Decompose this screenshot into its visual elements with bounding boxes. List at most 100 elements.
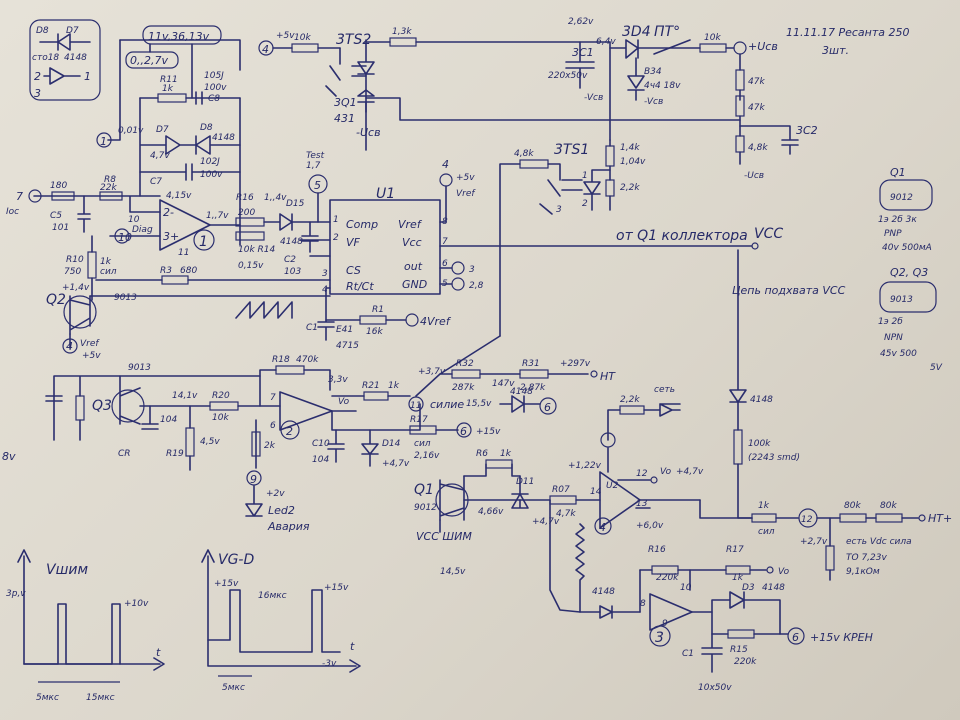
q1-box-spec: 40v 500мА [882, 243, 932, 253]
r17-low: R17 [410, 415, 428, 425]
d7-legend-part: 4148 [64, 53, 87, 63]
pin7-ioc: 7 [16, 190, 23, 203]
vref-out: 4Vref [420, 315, 452, 328]
v27: +2,7v [800, 537, 828, 547]
d8-label: D8 [200, 123, 213, 133]
svg-text:2-: 2- [163, 206, 174, 219]
waveform-shim: Vшим 3p,v +10v t 5мкс 15мкс [6, 549, 165, 703]
shim-b: 15мкс [86, 693, 115, 703]
c2-value: 103 [284, 267, 301, 277]
v47: +4,7v [676, 467, 704, 477]
u1-out-pin: 3 [469, 265, 475, 275]
pin6-c: 6 [792, 631, 799, 644]
q23-box-pins: 1э 2б [878, 317, 903, 327]
r-sil: сил [414, 439, 431, 449]
shim-amp: +10v [124, 599, 149, 609]
r20-value: 10k [212, 413, 229, 423]
v33: 3,3v [328, 375, 348, 385]
r31-value: 2,87k [520, 383, 546, 393]
r07-label: R07 [552, 485, 570, 495]
r16b-value: 220k [656, 573, 679, 583]
vcc-shim: VCC ШИМ [416, 530, 472, 543]
c1-value: E41 [336, 325, 353, 335]
c7-value: 102J [200, 157, 220, 167]
ht-divider: +3,7v R32 287k 147v R31 2,87k +297v HT с… [415, 335, 616, 415]
v141: 14,1v [172, 391, 198, 401]
vdc-note: есть Vdc сила [846, 537, 912, 547]
q2-label: Q2 [46, 292, 66, 308]
test-voltage: 1,7 [306, 161, 321, 171]
v216: 2,16v [414, 451, 440, 461]
r22k-b: 2,2k [620, 183, 640, 193]
d7-legend-label: D7 [66, 26, 79, 36]
q3-label: Q3 [92, 398, 112, 414]
svg-text:10: 10 [118, 231, 132, 244]
shim-title: Vшим [46, 562, 88, 578]
q1-part: 9012 [414, 503, 437, 513]
3d4-label: 3D4 [622, 24, 651, 40]
v64: 6,4v [596, 37, 616, 47]
r47k-a: 47k [748, 77, 765, 87]
u1-p4: 4 [322, 285, 328, 295]
r32-value: 287k [452, 383, 475, 393]
low-range-voltage: 0,,2,7v [130, 54, 168, 67]
3c2-label: 3C2 [796, 124, 818, 137]
v45: 4,5v [200, 437, 220, 447]
r47k-b: 47k [748, 103, 765, 113]
q23-box-spec2: 5V [930, 363, 943, 373]
r6-label: R6 [476, 449, 488, 459]
is1-r48k: 4,8k [514, 149, 534, 159]
u1-p3: 3 [322, 269, 328, 279]
opto-r13k: 1,3k [392, 27, 412, 37]
is1-p2: 2 [582, 199, 588, 209]
r18-label: R18 [272, 355, 290, 365]
u2-vo: Vo [660, 467, 672, 477]
vcc-chain: Цепь подхвата VCC 4148 100k (2243 smd) 1… [699, 249, 952, 581]
sil-label: силие [430, 398, 464, 411]
svg-text:10: 10 [128, 215, 140, 225]
u1-pin-vf: VF [346, 236, 361, 249]
c10-label: C10 [312, 439, 330, 449]
r3-value: 680 [180, 266, 197, 276]
r15-label: R15 [730, 645, 748, 655]
r20-label: R20 [212, 391, 230, 401]
kren-label: +15v КРЕН [810, 631, 873, 644]
vcc-label: VCC [754, 226, 783, 242]
pin1-voltage: 0,01v [118, 126, 144, 136]
v37: +3,7v [418, 367, 446, 377]
pin4-voltage: 4,15v [166, 191, 192, 201]
u1-pin-rtct: Rt/Ct [346, 280, 374, 293]
c1b-value: 10x50v [698, 683, 732, 693]
c1-label: C1 [306, 323, 318, 333]
u1-pin-comp: Comp [346, 218, 378, 231]
r80k-2: 80k [880, 501, 897, 511]
u3-num: 3 [655, 630, 664, 646]
op2-num: 2 [286, 425, 293, 438]
led-note: Авария [267, 520, 310, 533]
led-num: 9 [250, 473, 257, 486]
c8-volt: 100v [204, 83, 227, 93]
r22k: 2,2k [620, 395, 640, 405]
r750-label: 750 [64, 267, 81, 277]
u3-p9: 9 [662, 619, 668, 629]
opto-3is2: 3TS2 [336, 32, 371, 48]
r21-value: 1k [388, 381, 400, 391]
legend-pin2: 2 [34, 70, 41, 83]
vgd-neg: -3v [322, 659, 337, 669]
r48k: 4,8k [748, 143, 768, 153]
opamp1-out-voltage: 1,,7v [206, 211, 229, 221]
3is1-label: 3TS1 [554, 142, 589, 158]
d3-part: 4148 [762, 583, 785, 593]
u1-p6: 6 [442, 259, 448, 269]
r21-label: R21 [362, 381, 380, 391]
r31-label: R31 [522, 359, 540, 369]
rc-network: R16 1,,4v 200 D15 4148 10k R14 0,15v C2 … [235, 151, 331, 277]
ht-out: HT+ [928, 512, 952, 525]
led-label: Led2 [268, 504, 295, 517]
q23-box-label: Q2, Q3 [890, 266, 928, 279]
u2-label: U2 [606, 481, 619, 491]
diag-label: Diag [132, 225, 153, 235]
c2-label: C2 [284, 255, 296, 265]
r16-voltage: 1,,4v [264, 193, 287, 203]
dz-voltage: 4ч4 18v [644, 81, 681, 91]
